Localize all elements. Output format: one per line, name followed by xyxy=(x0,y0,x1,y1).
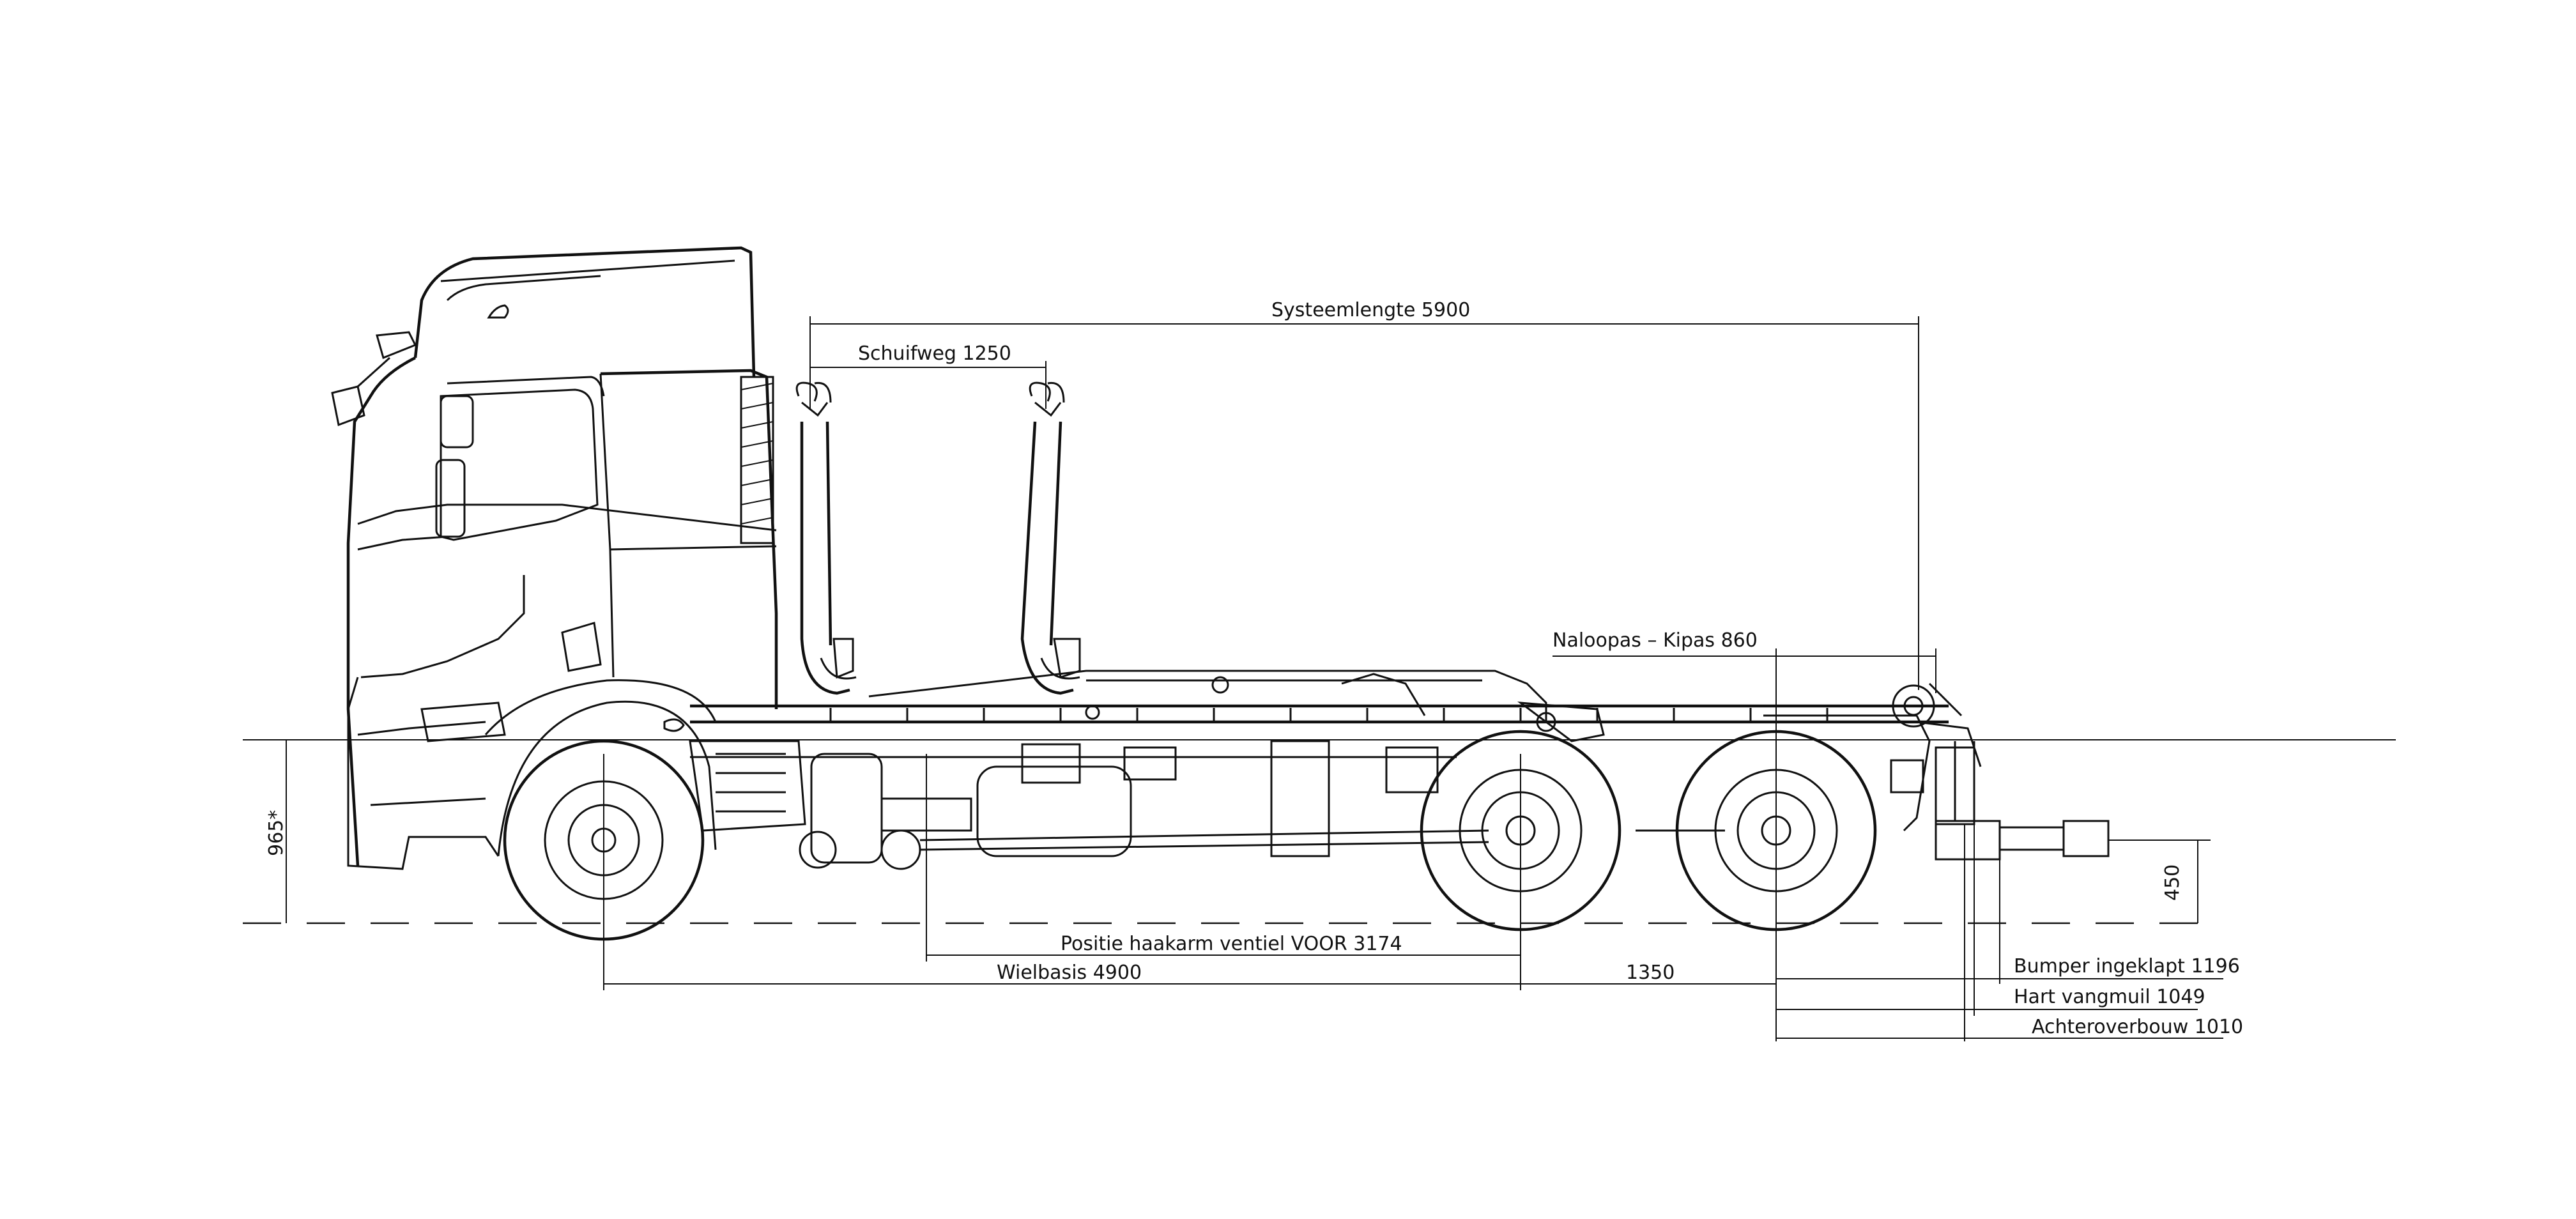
vent-grille xyxy=(740,376,774,544)
label-bumper: Bumper ingeklapt 1196 xyxy=(2014,955,2240,977)
mirror xyxy=(331,331,474,538)
label-schuifweg: Schuifweg 1250 xyxy=(858,342,1011,365)
dimension-lines xyxy=(275,316,2223,1041)
chassis-frame xyxy=(689,670,1982,870)
hook-arm-drawing xyxy=(795,381,1081,695)
label-wielbasis: Wielbasis 4900 xyxy=(997,962,1142,984)
label-positie-haakarm: Positie haakarm ventiel VOOR 3174 xyxy=(1061,933,1402,955)
truck-cab-drawing xyxy=(331,246,778,870)
label-naloopas: Naloopas – Kipas 860 xyxy=(1552,629,1758,652)
label-coupling-height: 450 xyxy=(2161,864,2184,901)
label-tandem: 1350 xyxy=(1626,962,1675,984)
label-hart-vangmuil: Hart vangmuil 1049 xyxy=(2014,986,2205,1008)
label-achteroverbouw: Achteroverbouw 1010 xyxy=(2032,1016,2243,1038)
reference-lines xyxy=(243,739,2396,924)
label-frame-height: 965* xyxy=(265,810,288,856)
label-systeemlengte: Systeemlengte 5900 xyxy=(1271,299,1470,321)
